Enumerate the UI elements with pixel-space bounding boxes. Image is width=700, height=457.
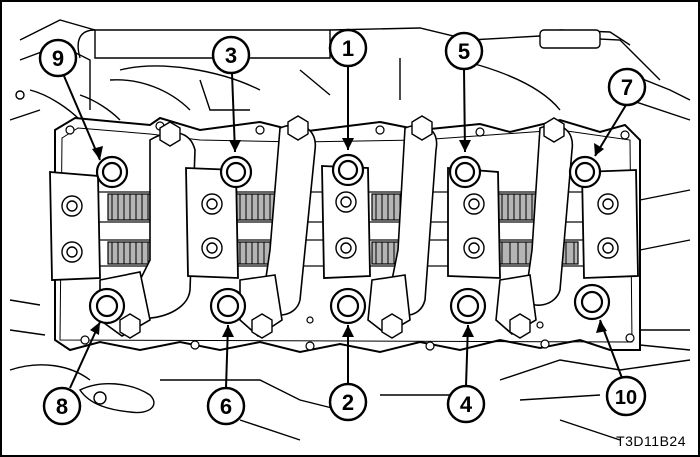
callout-10: 10 <box>605 375 647 417</box>
callout-3: 3 <box>211 35 251 75</box>
rocker-pivot-nuts <box>119 115 565 339</box>
head-bolt-9 <box>95 155 129 189</box>
callout-label-4: 4 <box>460 392 473 417</box>
shaft-pedestals <box>49 165 639 281</box>
head-bolt-3 <box>219 155 253 189</box>
callout-label-8: 8 <box>56 394 68 419</box>
callout-label-9: 9 <box>52 46 64 71</box>
head-bolt-6 <box>209 287 247 325</box>
callout-1: 1 <box>328 28 368 68</box>
engine-background-top <box>9 19 691 121</box>
callout-7: 7 <box>607 67 647 107</box>
head-bolt-7 <box>568 155 602 189</box>
leader-arrowheads <box>90 138 607 337</box>
head-bolt-2 <box>329 287 367 325</box>
callout-2: 2 <box>328 382 368 422</box>
head-bolts <box>88 153 611 325</box>
callout-label-7: 7 <box>621 75 633 100</box>
callout-label-5: 5 <box>458 39 470 64</box>
callout-6: 6 <box>206 386 246 426</box>
callout-8: 8 <box>42 386 82 426</box>
callout-label-1: 1 <box>342 36 354 61</box>
head-bolt-8 <box>88 287 126 325</box>
head-bolt-5 <box>448 155 482 189</box>
head-bolt-4 <box>449 287 487 325</box>
head-bolt-1 <box>331 153 365 187</box>
leader-lines <box>63 66 627 389</box>
pedestal-bolts <box>61 191 619 263</box>
callout-9: 9 <box>38 38 78 78</box>
figure-code: T3D11B24 <box>616 433 686 449</box>
callout-label-6: 6 <box>220 394 232 419</box>
head-bolt-10 <box>573 283 611 321</box>
callout-label-2: 2 <box>342 390 354 415</box>
callouts: 9 3 1 5 7 8 6 2 4 10 <box>38 28 647 426</box>
gasket-bolts <box>65 121 635 351</box>
callout-4: 4 <box>446 384 486 424</box>
callout-5: 5 <box>444 31 484 71</box>
callout-label-3: 3 <box>225 43 237 68</box>
engine-background-bottom <box>9 189 691 441</box>
callout-label-10: 10 <box>615 387 637 409</box>
